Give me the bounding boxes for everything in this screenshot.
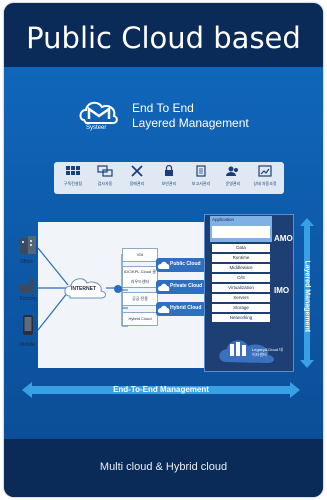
tool-item: 구독컨설팅 <box>60 165 86 191</box>
layered-management-label: Layered Management <box>303 260 311 333</box>
stack-layer: Networking <box>212 314 270 322</box>
datacenter-label: Legacy&Cloud 데이터센터 <box>252 347 283 357</box>
stack-layer: Data <box>212 244 270 252</box>
logo-text: Systeer <box>86 125 107 131</box>
endpoint-label: Office <box>20 259 33 265</box>
application-label: Application <box>212 217 235 222</box>
title-bar: Public Cloud based <box>4 3 323 67</box>
layered-management-arrow: Layered Management <box>300 218 314 368</box>
endpoint-label: Factory <box>20 296 37 302</box>
internet-cloud-icon <box>62 272 108 300</box>
brand-line-1: End To End <box>132 101 194 115</box>
tool-label: 상태 자동조정 <box>253 181 277 186</box>
tool-label: 운영관리 <box>225 181 241 186</box>
application-block: Application <box>210 216 272 242</box>
grid-icon <box>66 166 80 175</box>
tool-label: 구독컨설팅 <box>63 181 83 186</box>
tool-item: 검사자동 <box>92 165 118 191</box>
cloud-type-tag: Public Cloud <box>156 258 206 272</box>
tool-label: 장애관리 <box>129 181 145 186</box>
cloud-icon <box>156 302 206 316</box>
end-to-end-label: End-To-End Management <box>113 385 209 394</box>
internet-label: INTERNET <box>71 286 96 292</box>
tools-icon <box>131 165 143 177</box>
service-item: VDI <box>122 248 158 262</box>
footer-bar: Multi cloud & Hybrid cloud <box>4 439 323 497</box>
amo-label: AMO <box>274 234 293 243</box>
cloud-type-label: Hybrid Cloud <box>170 305 202 311</box>
stack-layer: Servers <box>212 294 270 302</box>
tool-item: 장애관리 <box>124 165 150 191</box>
datacenter-cloud: Legacy&Cloud 데이터센터 <box>216 334 286 364</box>
connection-lines <box>38 247 120 331</box>
tool-item: 보안관리 <box>156 165 182 191</box>
management-toolbar: 구독컨설팅 검사자동 장애관리 보안관리 보고서관리 운영관리 상태 자동조정 <box>54 162 284 194</box>
poster-card: Public Cloud based Multi cloud & Hybrid … <box>4 3 323 497</box>
endpoint-label: Mobile <box>20 342 35 348</box>
stack-layer: Virtualization <box>212 284 270 292</box>
tool-item: 상태 자동조정 <box>252 165 278 191</box>
factory-icon <box>18 274 38 294</box>
document-icon <box>196 165 206 177</box>
chart-icon <box>258 165 272 177</box>
lock-icon <box>165 165 173 176</box>
cloud-type-label: Private Cloud <box>170 283 203 289</box>
tool-label: 보고서관리 <box>191 181 211 186</box>
tool-item: 보고서관리 <box>188 165 214 191</box>
office-building-icon <box>18 234 38 256</box>
brand-line-2: Layered Management <box>132 116 249 130</box>
people-icon <box>226 166 238 176</box>
systeer-logo <box>78 96 120 130</box>
stack-layer: Middleware <box>212 264 270 272</box>
cloud-type-tag: Private Cloud <box>156 280 206 294</box>
service-item: IDC/KPL.Cloud 클라우드센터 <box>122 266 158 288</box>
application-field <box>212 226 270 238</box>
chat-icon <box>97 165 113 177</box>
tool-label: 보안관리 <box>161 181 177 186</box>
footer-text: Multi cloud & Hybrid cloud <box>99 461 228 473</box>
cloud-type-tag: Hybrid Cloud <box>156 302 206 316</box>
stack-layer: Runtime <box>212 254 270 262</box>
imo-label: IMO <box>274 286 290 295</box>
page-title: Public Cloud based <box>26 21 301 55</box>
datacenter-cloud-icon <box>219 340 274 363</box>
router-node <box>114 285 122 293</box>
service-item: 공공 전용 <box>122 292 158 306</box>
tool-item: 운영관리 <box>220 165 246 191</box>
tool-label: 검사자동 <box>97 181 113 186</box>
cloud-type-label: Public Cloud <box>170 261 201 267</box>
stack-layer: O/S <box>212 274 270 282</box>
cloud-icon <box>156 258 206 272</box>
stack-layer: Storage <box>212 304 270 312</box>
mobile-phone-icon <box>21 314 35 336</box>
end-to-end-arrow: End-To-End Management <box>22 382 300 398</box>
cloud-icon <box>156 280 206 294</box>
service-item: Hybrid Cloud <box>122 312 158 326</box>
